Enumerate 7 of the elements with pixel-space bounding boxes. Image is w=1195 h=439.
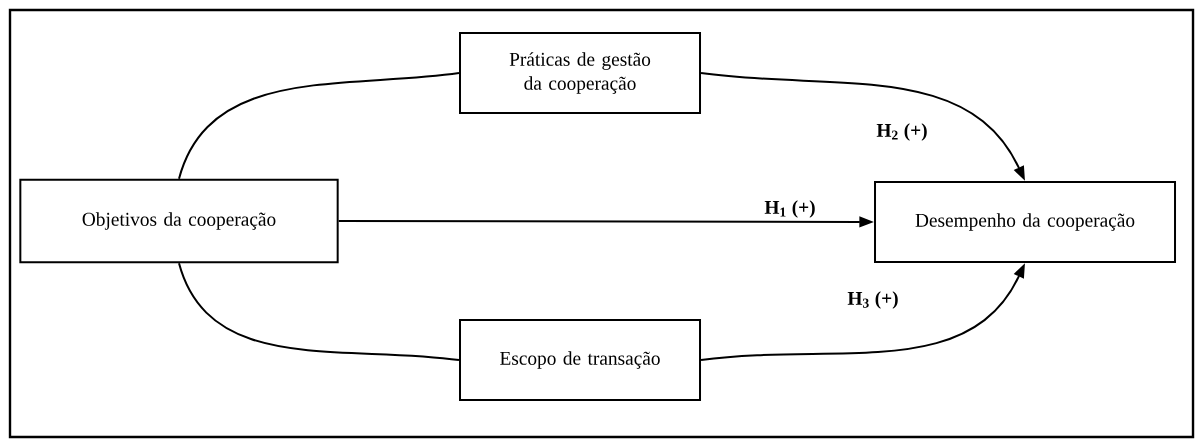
edge-label: H$_{3}$ (+) xyxy=(846,289,900,311)
edge-label: H$_{2}$ (+) xyxy=(875,121,929,143)
box: Desempenho da cooperação xyxy=(874,181,1176,263)
edge-label: H$_{1}$ (+) xyxy=(763,198,817,220)
box: Escopo de transação xyxy=(459,319,701,401)
box: Objetivos da cooperação xyxy=(19,178,339,264)
box: Práticas de gestão da cooperação xyxy=(459,32,701,114)
